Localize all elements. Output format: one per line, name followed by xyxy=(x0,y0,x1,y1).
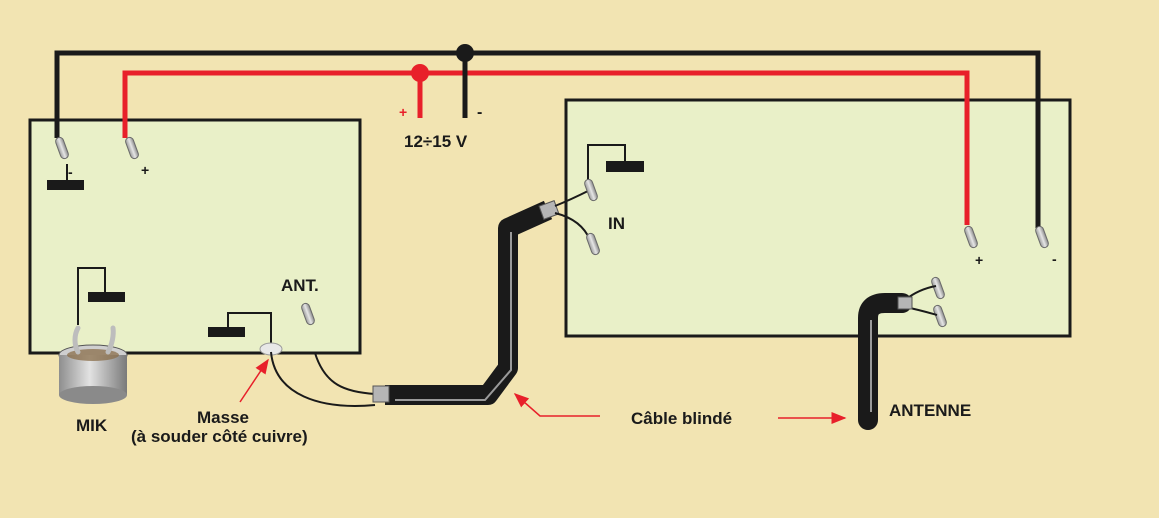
right-board-plus-label: + xyxy=(975,252,983,268)
negative-supply-wire xyxy=(54,50,1041,228)
terminal-pin-icon xyxy=(55,136,69,160)
arrow-icon xyxy=(513,393,600,417)
ground-wire xyxy=(270,351,376,407)
terminal-pin-icon xyxy=(125,136,139,160)
microphone-icon xyxy=(58,325,128,404)
signal-wire xyxy=(314,352,376,395)
terminal-pin-icon xyxy=(931,276,945,300)
positive-junction xyxy=(411,64,429,82)
ground-symbol-icon xyxy=(77,267,125,325)
terminal-pin-icon xyxy=(964,225,978,249)
terminal-pin-icon xyxy=(1035,225,1049,249)
terminal-pin-icon xyxy=(301,302,315,326)
terminal-pin-icon xyxy=(933,304,947,328)
negative-junction xyxy=(456,44,474,62)
left-board-antenna-label: ANT. xyxy=(281,276,319,295)
arrow-icon xyxy=(239,358,269,403)
antenna-cable-end xyxy=(897,296,913,310)
terminal-pin-icon xyxy=(584,178,598,202)
mic-label: MIK xyxy=(76,416,108,435)
antenna-cable xyxy=(858,293,912,430)
cable-end-left xyxy=(372,385,390,403)
ground-title: Masse xyxy=(197,408,249,427)
right-board-minus-label: - xyxy=(1052,251,1057,267)
terminal-pin-icon xyxy=(586,232,600,256)
cable-highlight xyxy=(395,232,512,401)
shielded-cable xyxy=(385,200,553,405)
ground-symbol-icon xyxy=(47,164,84,190)
input-label: IN xyxy=(608,214,625,233)
supply-plus-sign: + xyxy=(399,104,407,120)
supply-voltage-label: 12÷15 V xyxy=(404,132,468,151)
left-board-plus-label: + xyxy=(141,162,149,178)
cable-label: Câble blindé xyxy=(631,409,732,428)
ground-note: (à souder côté cuivre) xyxy=(131,427,308,446)
cable-end-right xyxy=(538,200,560,220)
left-board-minus-label: - xyxy=(68,164,73,180)
right-board xyxy=(564,98,1072,338)
ground-symbol-icon xyxy=(208,312,272,343)
supply-minus-sign: - xyxy=(477,104,482,121)
positive-supply-wire xyxy=(122,70,970,225)
antenna-label: ANTENNE xyxy=(889,401,971,420)
ground-symbol-icon xyxy=(587,144,644,183)
